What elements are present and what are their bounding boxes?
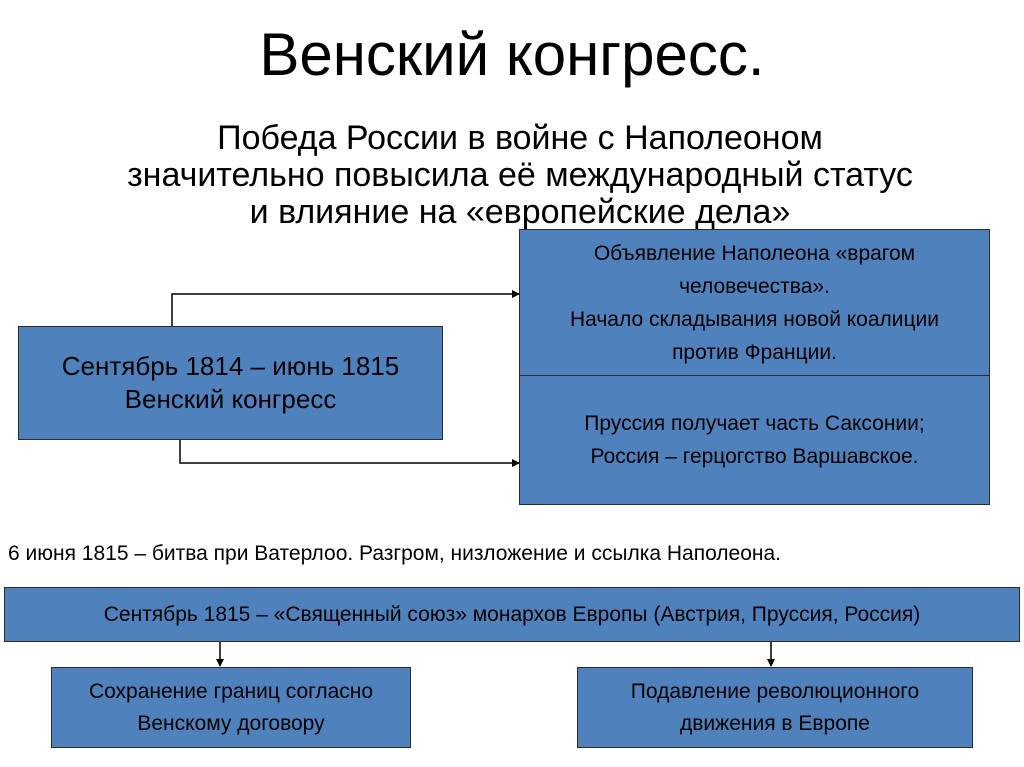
territory-gains-box: Пруссия получает часть Саксонии; Россия …	[519, 375, 990, 505]
page-title: Венский конгресс.	[259, 21, 765, 88]
arrow-to-territory-box	[179, 440, 520, 467]
congress-box: Сентябрь 1814 – июнь 1815 Венский конгре…	[18, 326, 443, 440]
arrow-to-napoleon-box	[171, 290, 520, 326]
borders-preservation-box: Сохранение границ согласно Венскому дого…	[51, 667, 411, 748]
holy-alliance-box: Сентябрь 1815 – «Священный союз» монархо…	[4, 587, 1020, 642]
napoleon-declaration-box: Объявление Наполеона «врагом человечеств…	[519, 229, 990, 376]
waterloo-text: 6 июня 1815 – битва при Ватерлоо. Разгро…	[8, 542, 782, 565]
page-subtitle: Победа России в войне с Наполеоном значи…	[127, 119, 913, 231]
revolution-suppression-box: Подавление революционного движения в Евр…	[577, 667, 973, 748]
